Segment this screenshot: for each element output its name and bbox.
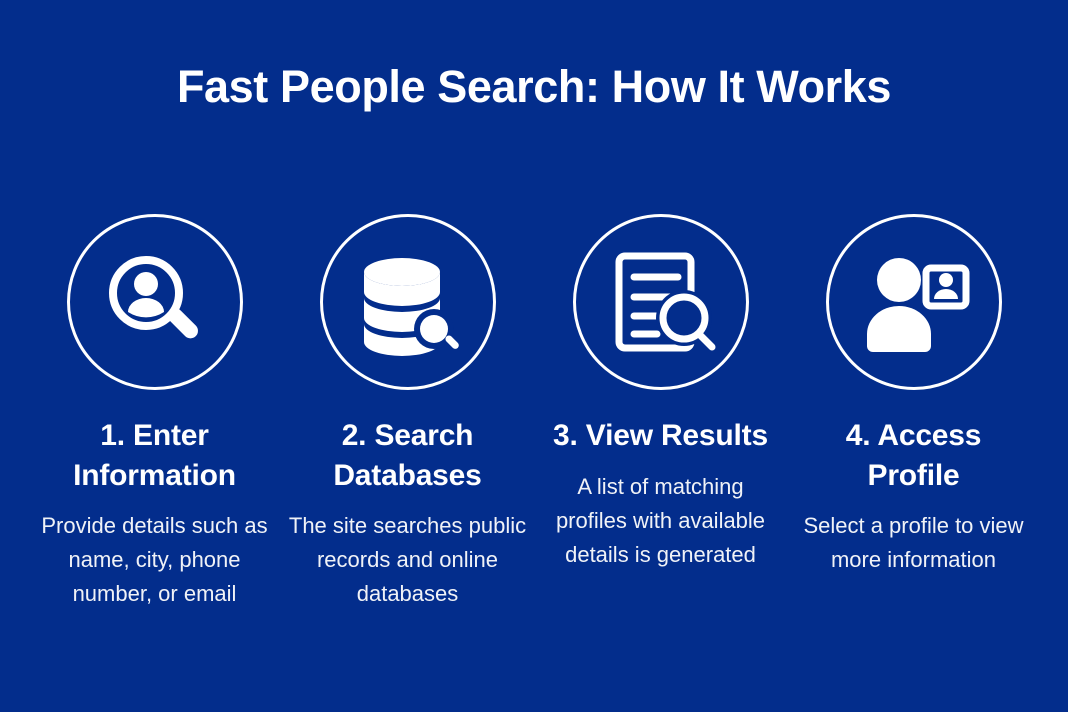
step-3-description: A list of matching profiles with availab…: [555, 473, 766, 567]
step-1-description: Provide details such as name, city, phon…: [41, 513, 268, 607]
step-3-icon-circle: [572, 214, 749, 390]
document-search-icon: [605, 246, 717, 358]
database-search-icon: [352, 246, 464, 358]
person-search-icon: [99, 246, 211, 358]
step-item-4: 4. Access Profile Select a profile to vi…: [787, 214, 1040, 577]
step-item-1: 1. Enter Information Provide details suc…: [28, 214, 281, 611]
step-3-title: 3. View Results: [553, 419, 768, 452]
step-item-2: 2. Search Databases The site searches pu…: [281, 214, 534, 611]
step-1-title: 1. Enter Information: [73, 419, 236, 492]
step-4-description: Select a profile to view more informatio…: [803, 513, 1024, 573]
step-2-icon-circle: [319, 214, 496, 390]
step-4-icon-circle: [825, 214, 1002, 390]
step-item-3: 3. View Results A list of matching profi…: [534, 214, 787, 572]
step-2-description: The site searches public records and onl…: [288, 513, 527, 607]
person-id-card-icon: [858, 246, 970, 358]
steps-row: 1. Enter Information Provide details suc…: [0, 214, 1068, 611]
step-2-title: 2. Search Databases: [333, 419, 482, 492]
page-title: Fast People Search: How It Works: [176, 61, 892, 112]
step-4-title: 4. Access Profile: [845, 419, 982, 492]
step-1-icon-circle: [66, 214, 243, 390]
